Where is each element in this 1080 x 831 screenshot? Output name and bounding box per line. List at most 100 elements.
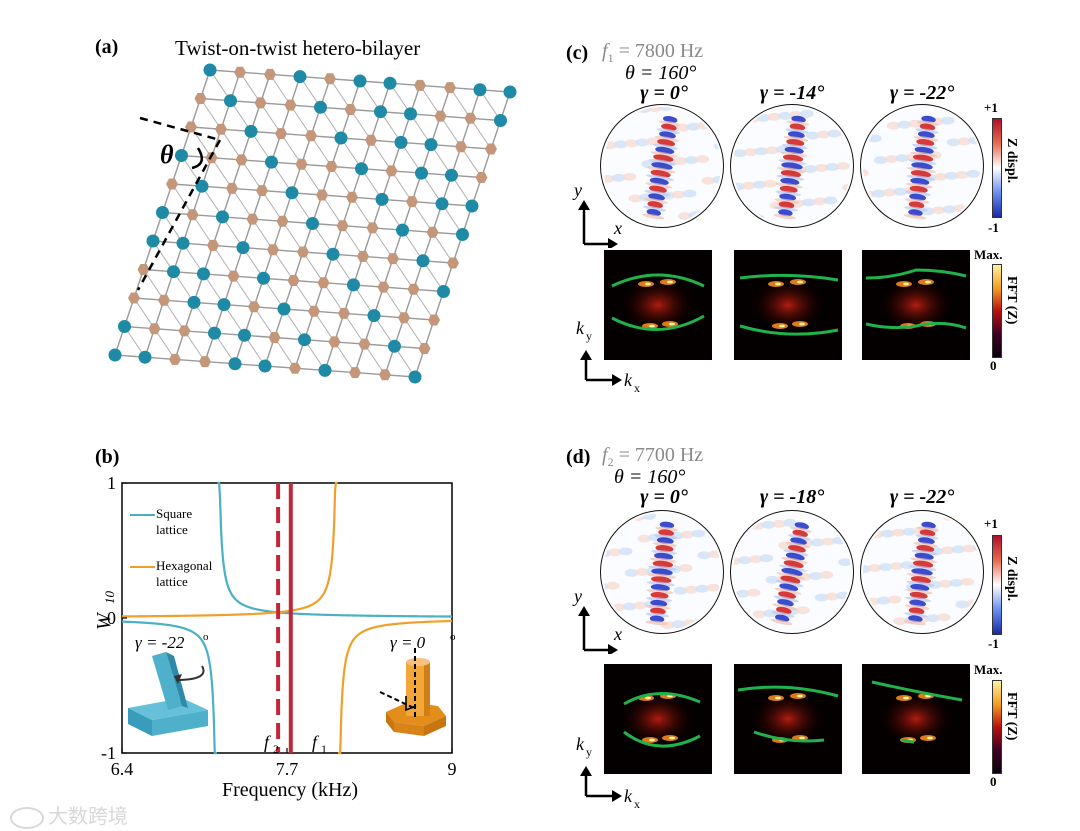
lattice-site-tan [406, 196, 418, 208]
lattice-edge [200, 98, 222, 130]
svg-text:y: y [586, 745, 592, 759]
displacement-map-d-0 [600, 510, 724, 634]
lattice-site-tan [338, 307, 350, 319]
series-hexagonal-lattice-left [122, 481, 338, 618]
gamma-d-1: γ = -18° [759, 486, 825, 508]
lattice-site-teal [334, 131, 348, 145]
f2-label: f [264, 732, 272, 752]
lattice-edge [261, 190, 283, 222]
lattice-site-teal [408, 370, 422, 384]
lattice-site-tan [485, 143, 497, 155]
lattice-edge [342, 225, 364, 257]
y-axis-label: W [93, 611, 115, 630]
lattice-site-tan [358, 338, 371, 350]
lattice-site-teal [415, 166, 428, 180]
gamma-c-1: γ = -14° [759, 82, 825, 104]
lattice-site-teal [347, 278, 360, 292]
displacement-pattern [862, 106, 982, 226]
lattice-site-teal [416, 254, 430, 268]
svg-text:k: k [624, 786, 633, 806]
lattice-edge [460, 146, 482, 178]
lattice-edge [269, 74, 291, 106]
lattice-site-teal [175, 149, 188, 162]
lattice-site-tan [207, 239, 219, 251]
lattice-site-teal [258, 359, 272, 373]
lattice-edge [241, 159, 263, 191]
fft-contour [739, 273, 839, 282]
fft-pattern [611, 273, 705, 331]
lattice-edge [231, 188, 253, 220]
fft-map-c-0 [604, 250, 712, 360]
lattice-site-teal [285, 186, 299, 200]
theta-symbol: θ [160, 140, 174, 169]
lattice-site-tan [418, 343, 431, 354]
lattice-site-tan [276, 215, 289, 227]
watermark: 大数跨境 [10, 800, 128, 829]
lattice-edge [329, 78, 351, 110]
series-square-lattice-right [217, 481, 453, 618]
lattice-edge [334, 341, 356, 373]
lattice-site-teal [277, 302, 291, 316]
lattice-site-tan [268, 332, 281, 343]
lattice-edge [163, 299, 185, 332]
lattice-site-tan [194, 93, 207, 104]
lattice-edge [282, 221, 304, 253]
y-tick-label: -1 [101, 743, 116, 763]
svg-text:y: y [572, 180, 582, 200]
lattice-site-teal [404, 107, 417, 121]
displacement-map-c-0 [600, 104, 724, 228]
k-axes-d: k y k x [576, 734, 640, 810]
lattice-edge [370, 139, 392, 172]
gamma-left-deg: o [203, 631, 209, 643]
lattice-site-tan [444, 82, 456, 94]
lattice-site-teal [503, 85, 517, 99]
lattice-site-tan [199, 356, 211, 368]
fft-colorbar-d [992, 680, 1002, 774]
freq-d: f2 = 7700 Hz [602, 444, 704, 469]
fft-contour [623, 730, 701, 748]
lattice-site-tan [289, 362, 301, 374]
lattice-site-tan [256, 185, 268, 197]
lattice-site-teal [456, 228, 469, 241]
lattice-site-tan [248, 301, 260, 313]
svg-text:y: y [586, 329, 592, 343]
lattice-edge [351, 196, 373, 229]
lattice-site-teal [367, 309, 381, 323]
fft-label-c: FFT (Z) [1004, 276, 1019, 325]
gamma-c-0: γ = 0° [640, 82, 688, 104]
k-axes-c: k y k x [576, 318, 640, 394]
displacement-map-d-1 [730, 510, 854, 634]
lattice-site-tan [336, 220, 349, 232]
lattice-site-tan [317, 277, 330, 289]
lattice-site-teal [445, 168, 458, 182]
lattice-site-teal [318, 363, 332, 377]
lattice-edge [293, 280, 315, 312]
lattice-site-teal [167, 265, 180, 279]
fft-contour [871, 680, 963, 702]
fft-contour [611, 314, 705, 331]
svg-text:x: x [634, 797, 640, 810]
lattice-site-teal [176, 236, 190, 250]
lattice-site-tan [305, 130, 317, 142]
lattice-site-tan [169, 353, 181, 365]
lattice-edge [171, 183, 193, 215]
lattice-edge [272, 249, 294, 281]
lattice-edge [260, 102, 282, 134]
panel-a-title: Twist-on-twist hetero-bilayer [175, 36, 421, 60]
lattice-site-tan [158, 294, 170, 306]
fft-colorbar-c [992, 264, 1002, 358]
lattice-site-teal [203, 63, 217, 77]
lattice-site-tan [178, 325, 191, 337]
lattice-edge [211, 157, 233, 189]
fft-contour [901, 738, 915, 744]
x-tick-label: 6.4 [111, 759, 134, 779]
panel-b-label: (b) [95, 446, 120, 468]
lattice-site-teal [494, 114, 507, 127]
lattice-site-tan [349, 367, 361, 379]
z-colorbar-c [992, 118, 1002, 218]
legend-hex-line2: lattice [156, 574, 188, 589]
lattice-site-teal [298, 333, 311, 347]
legend-square-line2: lattice [156, 522, 188, 537]
theta-c: θ = 160° [625, 62, 697, 84]
